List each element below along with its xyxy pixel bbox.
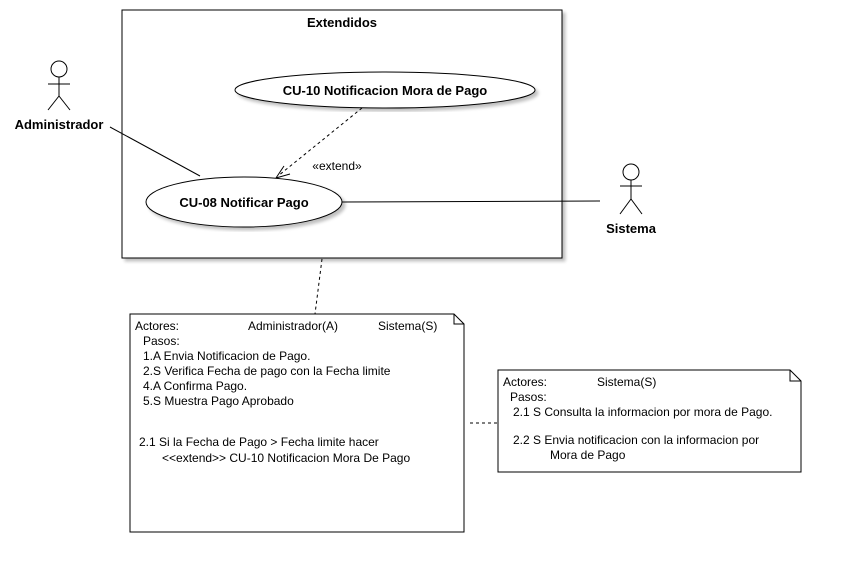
use-case-cu08[interactable]: CU-08 Notificar Pago	[145, 176, 343, 228]
note2-actor-s: Sistema(S)	[597, 375, 656, 389]
use-case-cu10-label: CU-10 Notificacion Mora de Pago	[283, 83, 487, 98]
note-cu10-description[interactable]: Actores: Sistema(S) Pasos: 2.1 S Consult…	[497, 369, 802, 473]
note1-alt-line1: 2.1 Si la Fecha de Pago > Fecha limite h…	[139, 435, 379, 449]
note1-step: 5.S Muestra Pago Aprobado	[143, 394, 294, 408]
note1-connector	[314, 258, 323, 315]
note1-actores-label: Actores:	[135, 319, 179, 333]
stick-figure-icon	[47, 60, 71, 111]
note1-actor-a: Administrador(A)	[248, 319, 338, 333]
note1-step: 1.A Envia Notificacion de Pago.	[143, 349, 310, 363]
use-case-cu10[interactable]: CU-10 Notificacion Mora de Pago	[234, 71, 536, 109]
admin-association-line	[109, 126, 201, 177]
note2-actores-label: Actores:	[503, 375, 547, 389]
note1-step: 4.A Confirma Pago.	[143, 379, 247, 393]
actor-administrador[interactable]: Administrador	[15, 60, 104, 132]
extend-relationship: «extend»	[274, 107, 363, 179]
actor-sistema[interactable]: Sistema	[606, 163, 657, 236]
note2-step1: 2.1 S Consulta la informacion por mora d…	[513, 405, 772, 419]
actor-sistema-label: Sistema	[606, 221, 657, 236]
note1-pasos-label: Pasos:	[143, 334, 180, 348]
actor-administrador-label: Administrador	[15, 117, 104, 132]
note2-pasos-label: Pasos:	[510, 390, 547, 404]
note1-actor-s: Sistema(S)	[378, 319, 437, 333]
note1-alt-line2: <<extend>> CU-10 Notificacion Mora De Pa…	[162, 451, 410, 465]
extend-label: «extend»	[312, 159, 362, 173]
stick-figure-icon	[619, 163, 643, 215]
boundary-title: Extendidos	[307, 15, 377, 30]
note1-step: 2.S Verifica Fecha de pago con la Fecha …	[143, 364, 391, 378]
sistema-association-line	[341, 200, 601, 203]
note2-step2-line2: Mora de Pago	[550, 448, 626, 462]
use-case-cu08-label: CU-08 Notificar Pago	[179, 195, 308, 210]
note-cu08-description[interactable]: Actores: Administrador(A) Sistema(S) Pas…	[129, 313, 465, 533]
note2-step2-line1: 2.2 S Envia notificacion con la informac…	[513, 433, 759, 447]
